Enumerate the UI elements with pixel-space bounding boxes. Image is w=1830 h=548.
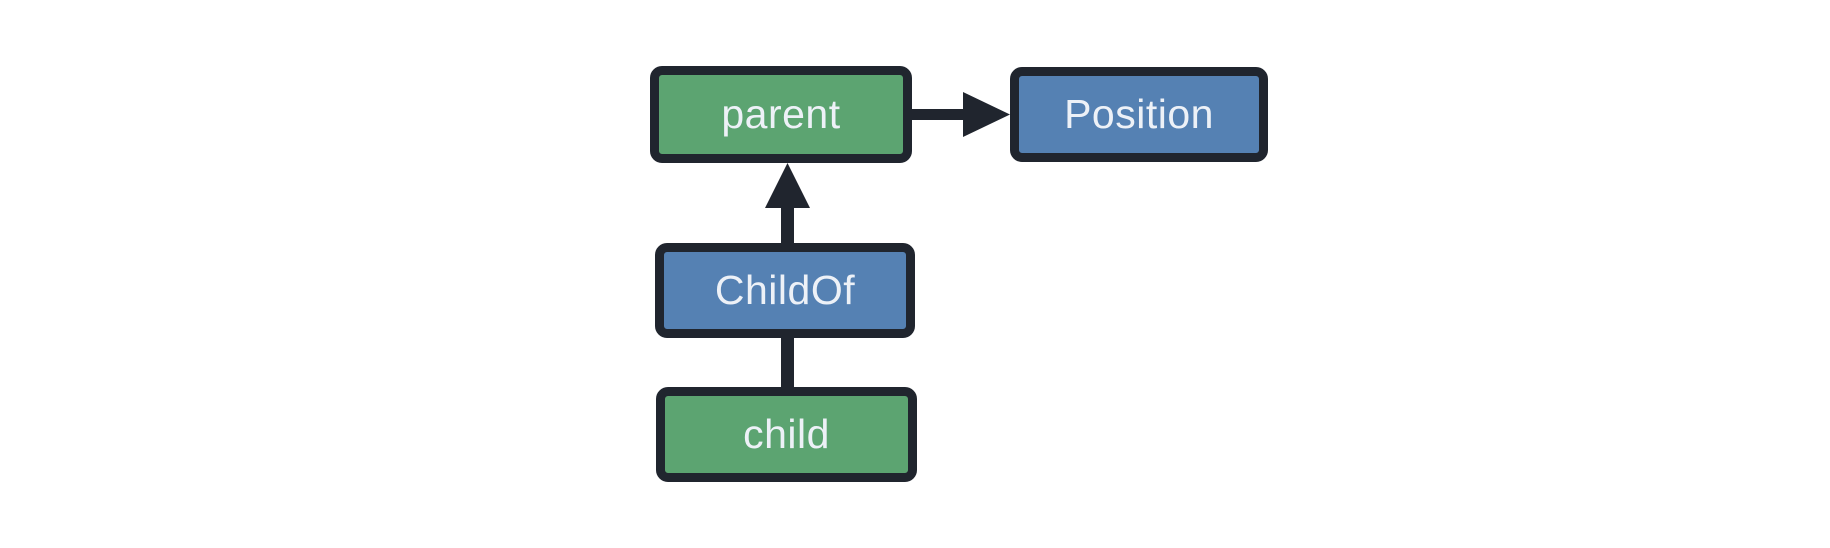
node-parent-label: parent (721, 91, 841, 137)
node-position: Position (1010, 67, 1268, 162)
node-childof: ChildOf (655, 243, 915, 338)
edge-line (781, 334, 794, 392)
arrow-head-right-icon (963, 92, 1010, 137)
arrow-shaft (906, 109, 968, 120)
arrow-childof-to-parent (765, 163, 810, 248)
arrow-head-up-icon (765, 163, 810, 208)
node-childof-label: ChildOf (714, 267, 856, 313)
node-position-label: Position (1064, 91, 1214, 137)
node-parent: parent (650, 66, 912, 163)
node-child-label: child (743, 411, 830, 457)
node-child: child (656, 387, 917, 482)
arrow-parent-to-position (906, 92, 1010, 137)
edge-child-to-childof (781, 334, 794, 392)
arrow-shaft (781, 202, 794, 248)
